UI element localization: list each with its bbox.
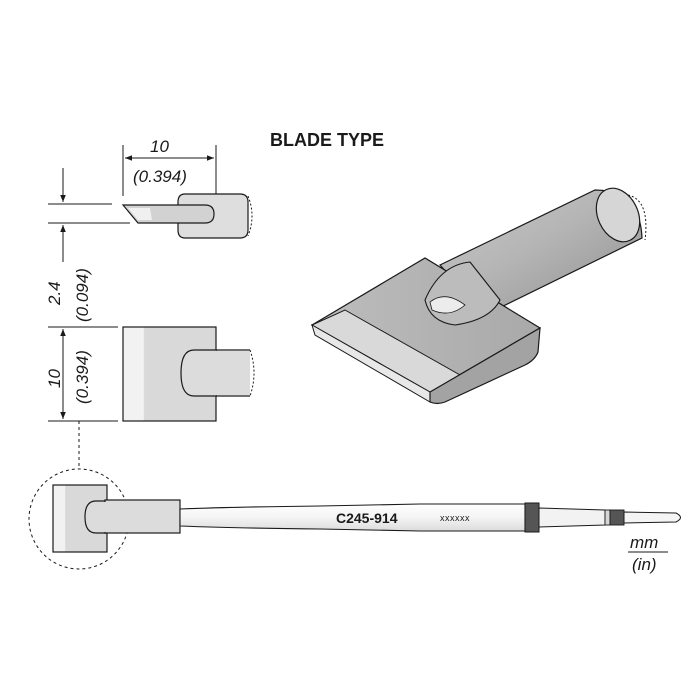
cartridge-shank-join	[104, 502, 107, 532]
part-number: C245-914	[336, 510, 398, 526]
cartridge-neck	[84, 500, 107, 534]
side-view: 10 (0.394)	[121, 137, 253, 239]
part-marking: xxxxxx	[440, 513, 470, 523]
thickness-dimension: 2.4 (0.094)	[45, 168, 130, 322]
iso-cylinder-end	[595, 187, 641, 243]
cartridge-band	[524, 502, 540, 533]
dim-length-mm: 10	[150, 137, 169, 156]
dim-length-in: (0.394)	[133, 167, 187, 186]
dim-width-in: (0.394)	[73, 350, 92, 404]
dim-thickness-mm: 2.4	[45, 281, 64, 306]
cartridge-connector	[609, 509, 625, 526]
iso-neck-highlight	[429, 296, 466, 314]
drawing-title: BLADE TYPE	[270, 130, 384, 150]
cartridge-view: C245-914 xxxxxx	[28, 421, 681, 570]
iso-break-line	[627, 194, 647, 241]
dim-thickness-in: (0.094)	[73, 268, 92, 322]
side-break-line	[247, 195, 253, 237]
cartridge-pin	[623, 511, 681, 524]
iso-blade-edge-side	[429, 326, 541, 405]
units-legend: mm (in)	[628, 533, 668, 574]
top-view: 10 (0.394)	[45, 326, 255, 422]
top-shank-fill	[214, 351, 250, 395]
isometric-view	[310, 187, 647, 405]
units-primary: mm	[630, 533, 658, 552]
units-secondary: (in)	[632, 555, 657, 574]
cartridge-shank	[104, 499, 181, 534]
side-bevel-highlight	[128, 208, 152, 220]
dim-width-mm: 10	[45, 369, 64, 388]
top-neck	[180, 349, 216, 397]
cartridge-ring	[604, 509, 611, 526]
top-break-line	[249, 349, 255, 397]
cartridge-rear-shaft	[538, 507, 606, 528]
